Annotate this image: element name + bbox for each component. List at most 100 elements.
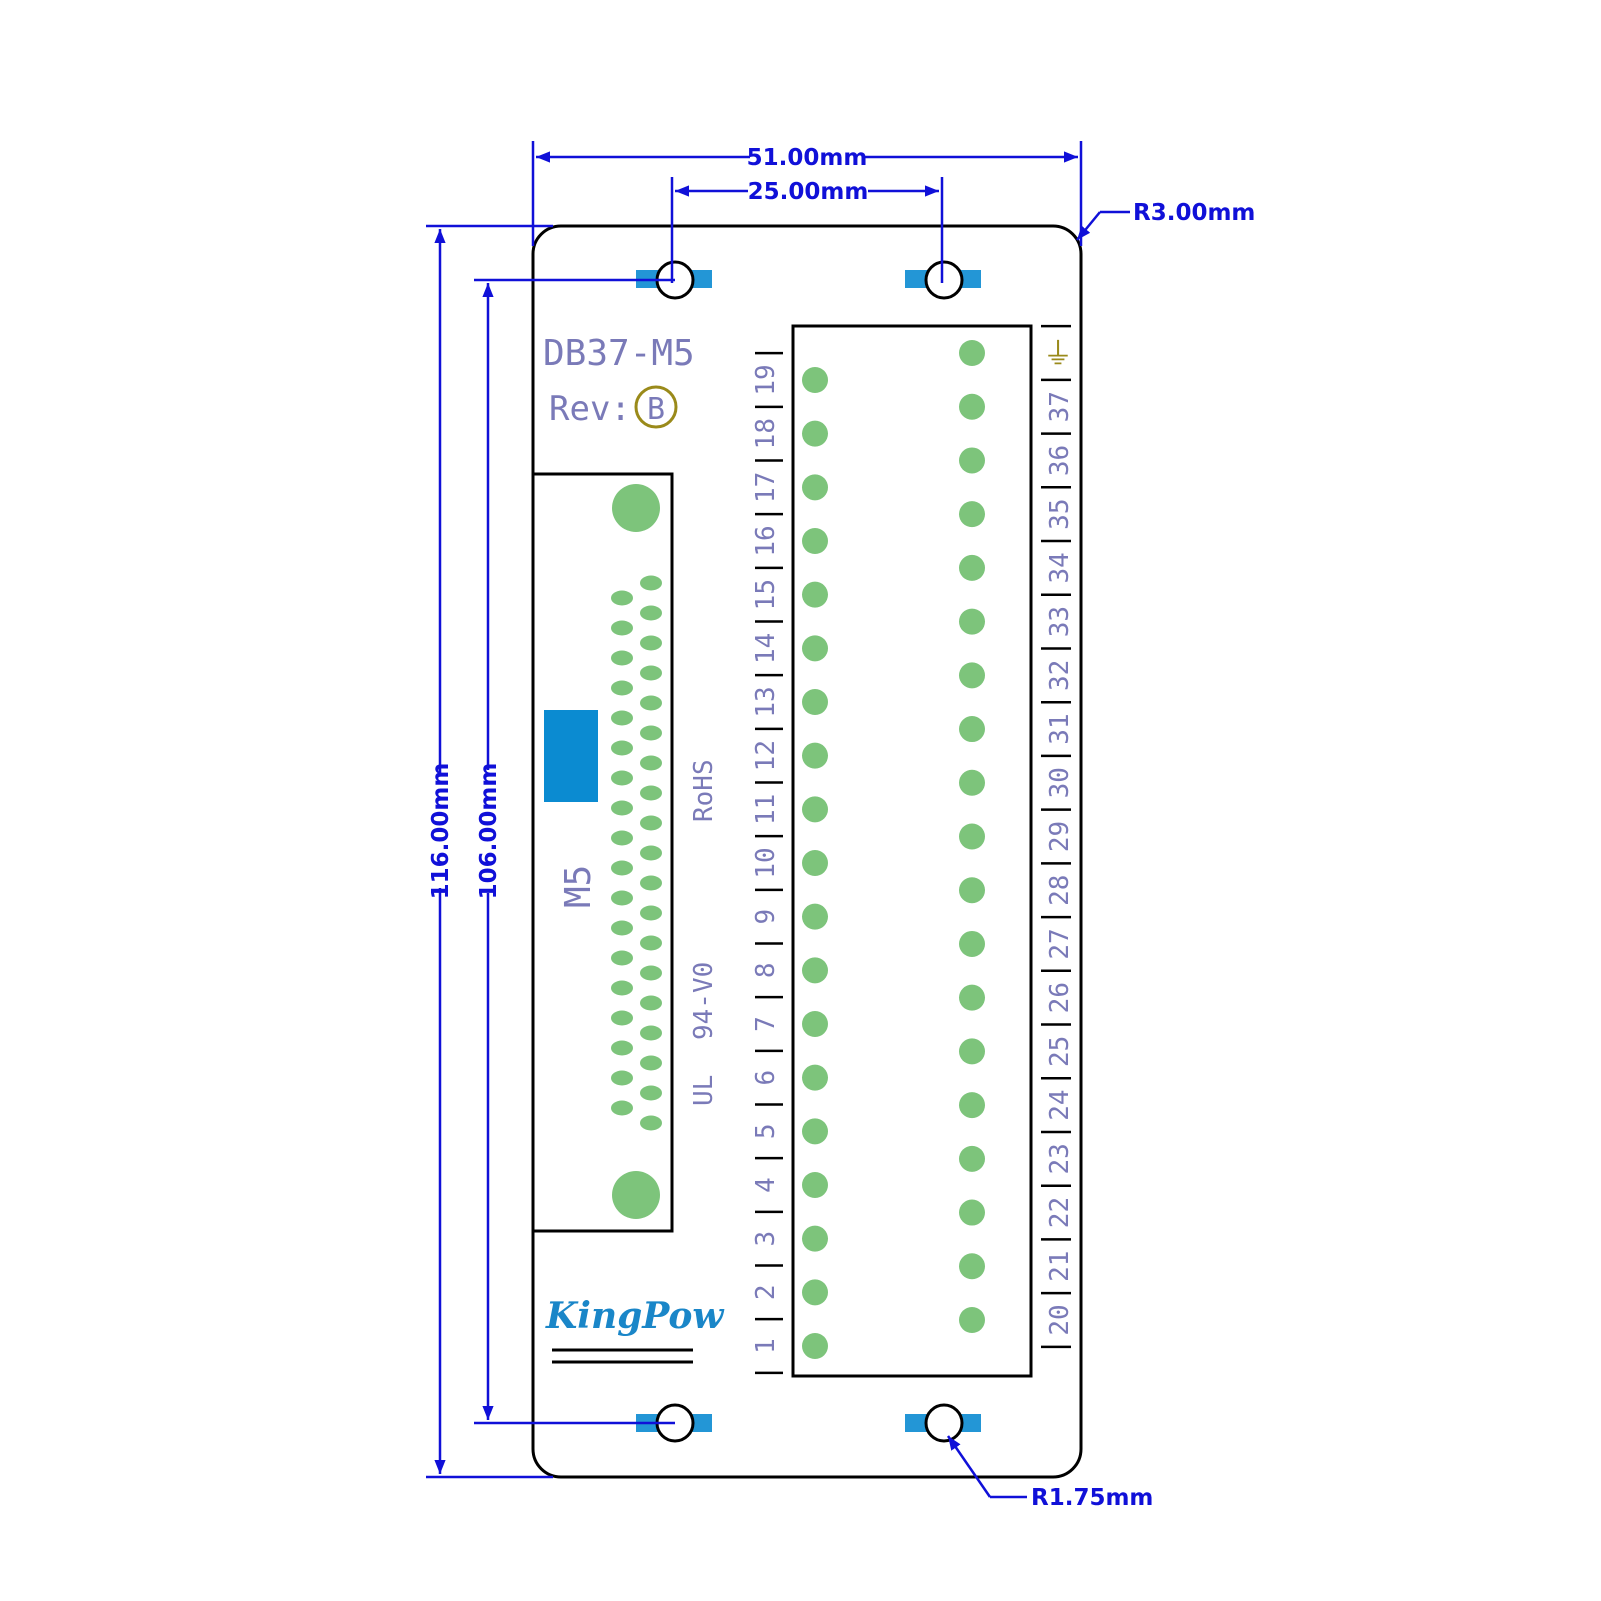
db37-pin xyxy=(611,980,633,996)
rev-label: Rev: xyxy=(549,389,631,429)
board-name: DB37-M5 xyxy=(543,333,695,374)
rev-value: B xyxy=(647,392,665,427)
db37-pin xyxy=(611,830,633,846)
rating-label: 94-V0 xyxy=(689,962,719,1040)
terminal-pad-34 xyxy=(959,554,985,581)
terminal-label-29: 29 xyxy=(1045,821,1075,852)
db37-pin xyxy=(640,1085,662,1101)
db37-pin xyxy=(611,620,633,636)
terminal-pads-left xyxy=(802,367,828,1359)
db37-pin xyxy=(611,920,633,936)
terminal-label-18: 18 xyxy=(751,418,781,449)
terminal-pad-21 xyxy=(959,1253,985,1280)
dim-width-label: 51.00mm xyxy=(747,145,868,171)
terminal-pad-6 xyxy=(802,1064,828,1091)
terminal-pad-17 xyxy=(802,474,828,501)
connector-marker xyxy=(544,710,598,802)
terminal-label-36: 36 xyxy=(1045,445,1075,476)
terminal-pad-25 xyxy=(959,1038,985,1065)
terminal-pad-23 xyxy=(959,1145,985,1172)
terminal-pad-7 xyxy=(802,1011,828,1037)
terminal-label-2: 2 xyxy=(751,1285,781,1301)
terminal-pad-12 xyxy=(802,742,828,769)
terminal-label-16: 16 xyxy=(751,525,781,556)
terminal-label-7: 7 xyxy=(751,1016,781,1032)
terminal-label-25: 25 xyxy=(1045,1036,1075,1067)
terminal-pad-3 xyxy=(802,1225,828,1252)
db37-pin xyxy=(611,770,633,786)
terminal-label-8: 8 xyxy=(751,963,781,979)
db37-pin xyxy=(640,935,662,951)
ground-icon: ⏚ xyxy=(1043,337,1073,372)
terminal-label-11: 11 xyxy=(751,794,781,825)
terminal-label-20: 20 xyxy=(1045,1304,1075,1335)
terminal-pad-19 xyxy=(802,367,828,393)
db37-pin xyxy=(611,1040,633,1056)
terminal-pad-26 xyxy=(959,984,985,1011)
terminal-label-13: 13 xyxy=(751,686,781,717)
db37-pin xyxy=(640,665,662,681)
dim-height-label: 116.00mm xyxy=(428,763,454,900)
db37-pin-group xyxy=(611,575,662,1131)
terminal-pad-31 xyxy=(959,716,985,743)
db37-pin xyxy=(640,875,662,891)
db37-pin xyxy=(611,1010,633,1026)
terminal-label-12: 12 xyxy=(751,740,781,771)
terminal-pad-27 xyxy=(959,930,985,957)
db37-connector-body xyxy=(531,472,674,1233)
ul-label: UL xyxy=(689,1075,719,1106)
db37-pin xyxy=(640,755,662,771)
db37-pin xyxy=(640,815,662,831)
db37-pin xyxy=(611,1100,633,1116)
terminal-pad-30 xyxy=(959,769,985,796)
dim-hole-radius-label: R1.75mm xyxy=(1031,1485,1153,1511)
terminal-label-26: 26 xyxy=(1045,982,1075,1013)
terminal-pads-right xyxy=(959,340,985,1333)
dim-corner-arrow xyxy=(1076,211,1101,241)
terminal-label-15: 15 xyxy=(751,579,781,610)
terminal-label-30: 30 xyxy=(1045,767,1075,798)
terminal-label-21: 21 xyxy=(1045,1251,1075,1282)
terminal-label-34: 34 xyxy=(1045,552,1075,583)
db37-pin xyxy=(640,695,662,711)
db37-pin xyxy=(611,680,633,696)
connector-mount-top xyxy=(612,484,660,532)
db37-pin xyxy=(611,950,633,966)
terminal-label-3: 3 xyxy=(751,1231,781,1247)
terminal-pad-16 xyxy=(802,528,828,554)
terminal-pad-20 xyxy=(959,1307,985,1333)
terminal-pad-24 xyxy=(959,1092,985,1119)
terminal-pad-4 xyxy=(802,1172,828,1198)
db37-pin xyxy=(640,845,662,861)
db37-pin xyxy=(640,1115,662,1131)
db37-pin xyxy=(640,965,662,981)
terminal-label-35: 35 xyxy=(1045,499,1075,530)
mounting-hole-bottom-right xyxy=(905,1403,981,1443)
db37-pin xyxy=(640,785,662,801)
terminal-pad-9 xyxy=(802,903,828,930)
terminal-pad-32 xyxy=(959,662,985,689)
terminal-pad-14 xyxy=(802,635,828,662)
terminal-pad-36 xyxy=(959,447,985,474)
db37-pin xyxy=(611,590,633,606)
terminal-label-6: 6 xyxy=(751,1070,781,1086)
db37-pin xyxy=(611,710,633,726)
terminal-label-19: 19 xyxy=(751,364,781,395)
terminal-block xyxy=(791,324,1033,1378)
terminal-label-23: 23 xyxy=(1045,1143,1075,1174)
db37-pin xyxy=(640,905,662,921)
terminal-label-22: 22 xyxy=(1045,1197,1075,1228)
terminal-pad-gnd xyxy=(959,340,985,366)
terminal-pad-5 xyxy=(802,1118,828,1145)
connector-label: M5 xyxy=(558,865,599,908)
terminal-pad-18 xyxy=(802,420,828,447)
dim-hole-radius-arrow xyxy=(946,1435,992,1498)
connector-mount-bottom xyxy=(612,1171,660,1219)
terminal-pad-8 xyxy=(802,957,828,984)
terminal-pad-2 xyxy=(802,1279,828,1306)
terminal-label-37: 37 xyxy=(1045,391,1075,422)
db37-pin xyxy=(611,800,633,816)
terminal-label-5: 5 xyxy=(751,1124,781,1140)
